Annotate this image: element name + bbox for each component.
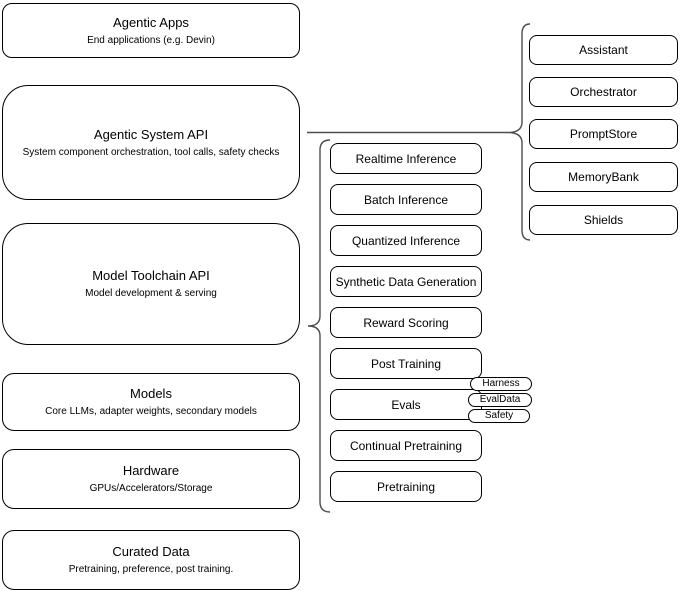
pretraining-label: Pretraining xyxy=(376,479,436,494)
node-orchestrator: Orchestrator xyxy=(529,77,678,107)
agentic-system-api-title: Agentic System API xyxy=(93,126,209,142)
toolchain-brace xyxy=(307,139,331,513)
node-agentic-apps: Agentic Apps End applications (e.g. Devi… xyxy=(2,3,300,58)
curated-data-title: Curated Data xyxy=(112,544,190,559)
shields-label: Shields xyxy=(583,213,624,227)
node-agentic-system-api: Agentic System API System component orch… xyxy=(2,85,300,200)
node-assistant: Assistant xyxy=(529,35,678,65)
node-memorybank: MemoryBank xyxy=(529,162,678,192)
node-model-toolchain-api: Model Toolchain API Model development & … xyxy=(2,223,300,345)
evals-label: Evals xyxy=(391,397,421,412)
orchestrator-label: Orchestrator xyxy=(570,85,637,99)
node-promptstore: PromptStore xyxy=(529,119,678,149)
node-hardware: Hardware GPUs/Accelerators/Storage xyxy=(2,449,300,509)
node-continual-pretraining: Continual Pretraining xyxy=(330,430,482,461)
node-models: Models Core LLMs, adapter weights, secon… xyxy=(2,373,300,431)
post-training-label: Post Training xyxy=(370,356,442,371)
node-quantized-inference: Quantized Inference xyxy=(330,225,482,256)
models-title: Models xyxy=(130,386,172,401)
continual-pretraining-label: Continual Pretraining xyxy=(349,438,463,453)
node-post-training: Post Training xyxy=(330,348,482,379)
hardware-title: Hardware xyxy=(122,463,180,478)
models-subtitle: Core LLMs, adapter weights, secondary mo… xyxy=(45,406,257,417)
node-reward-scoring: Reward Scoring xyxy=(330,307,482,338)
memorybank-label: MemoryBank xyxy=(568,170,639,184)
agentic-apps-title: Agentic Apps xyxy=(113,14,189,30)
node-curated-data: Curated Data Pretraining, preference, po… xyxy=(2,530,300,590)
batch-inference-label: Batch Inference xyxy=(363,192,449,207)
node-batch-inference: Batch Inference xyxy=(330,184,482,215)
reward-scoring-label: Reward Scoring xyxy=(363,315,449,330)
node-pretraining: Pretraining xyxy=(330,471,482,502)
model-toolchain-api-title: Model Toolchain API xyxy=(92,268,210,283)
synthetic-data-generation-label: Synthetic Data Generation xyxy=(335,274,477,289)
hardware-subtitle: GPUs/Accelerators/Storage xyxy=(89,483,213,494)
safety-label: Safety xyxy=(484,410,514,421)
eval-tag-harness: Harness xyxy=(470,377,532,391)
model-toolchain-api-subtitle: Model development & serving xyxy=(85,288,217,299)
eval-tag-safety: Safety xyxy=(468,409,530,423)
eval-tag-evaldata: EvalData xyxy=(468,393,532,407)
assistant-label: Assistant xyxy=(579,43,628,57)
system-components-brace xyxy=(507,23,531,241)
node-synthetic-data-generation: Synthetic Data Generation xyxy=(330,266,482,297)
evaldata-label: EvalData xyxy=(479,394,521,405)
quantized-inference-label: Quantized Inference xyxy=(351,233,461,248)
node-realtime-inference: Realtime Inference xyxy=(330,143,482,174)
node-shields: Shields xyxy=(529,205,678,235)
agentic-apps-subtitle: End applications (e.g. Devin) xyxy=(87,34,215,46)
realtime-inference-label: Realtime Inference xyxy=(355,151,457,166)
agentic-system-api-subtitle: System component orchestration, tool cal… xyxy=(22,146,280,158)
curated-data-subtitle: Pretraining, preference, post training. xyxy=(68,564,234,575)
promptstore-label: PromptStore xyxy=(569,127,638,141)
harness-label: Harness xyxy=(482,378,520,389)
node-evals: Evals xyxy=(330,389,482,420)
